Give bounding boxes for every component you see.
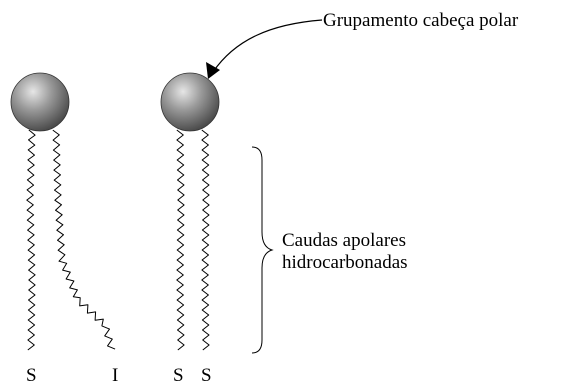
tails-label-line2: hidrocarbonadas: [282, 252, 408, 273]
pointer-arrow: [212, 19, 323, 73]
polar-head-1: [10, 72, 70, 132]
tails: [26, 129, 210, 351]
polar-head-2: [160, 72, 220, 132]
tail-end-2: I: [112, 365, 119, 386]
tails-brace: [251, 146, 274, 354]
pointer-arrowhead: [206, 62, 220, 79]
tail-end-4: S: [201, 365, 212, 386]
tail-end-1: S: [26, 365, 37, 386]
tails-label: Caudas apolares hidrocarbonadas: [282, 230, 408, 274]
tail-3: [176, 129, 185, 351]
tail-4: [201, 129, 210, 351]
tail-end-3: S: [173, 365, 184, 386]
head-group-label: Grupamento cabeça polar: [323, 10, 519, 31]
tail-1: [26, 129, 36, 351]
tail-2: [52, 129, 116, 350]
tails-label-line1: Caudas apolares: [282, 230, 406, 251]
